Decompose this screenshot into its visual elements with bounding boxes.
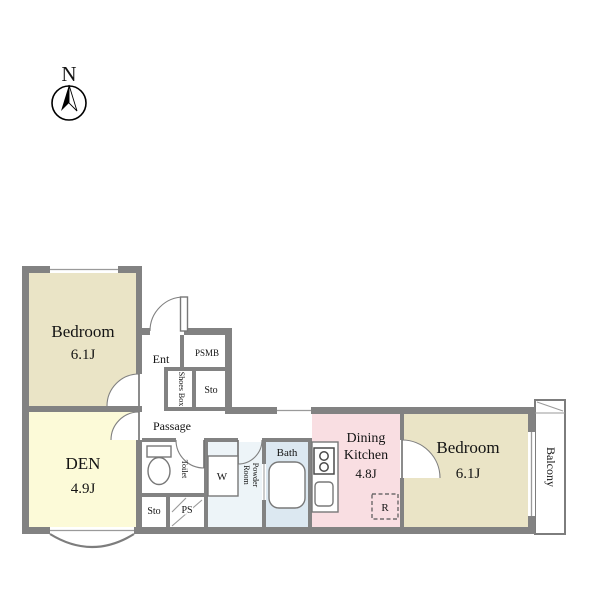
wall-segment — [136, 328, 150, 335]
wall-segment — [192, 371, 196, 411]
bathtub-icon — [268, 461, 306, 509]
wall-segment — [204, 442, 208, 497]
bedroom-top-size-label: 6.1J — [71, 347, 96, 363]
washer-pan — [207, 455, 239, 497]
balcony-label: Balcony — [544, 447, 558, 487]
den-door-arc — [110, 411, 140, 441]
room-labels: Bedroom 6.1J DEN 4.9J Ent PSMB Shoes Box… — [51, 322, 558, 518]
wall-segment — [311, 407, 535, 414]
wall-segment — [400, 412, 404, 440]
wall-segment — [184, 328, 232, 335]
wall-segment — [400, 478, 404, 527]
fixtures — [146, 441, 399, 527]
balcony-divider-hatch — [536, 401, 564, 412]
bedroom-top-name-label: Bedroom — [51, 322, 114, 341]
den-name-label: DEN — [66, 454, 101, 473]
bedroom-top-door-swing — [107, 374, 139, 406]
storage-upper-label: Sto — [204, 385, 217, 396]
wall-segment — [164, 367, 232, 371]
balcony — [534, 399, 566, 535]
balcony-outline — [534, 399, 566, 535]
powder-room-label-line1: Powder — [251, 463, 260, 488]
wall-segment — [164, 407, 232, 411]
bedroom-right-door-swing — [402, 440, 440, 478]
wall-segment — [528, 516, 535, 534]
den-size-label: 4.9J — [71, 481, 96, 497]
bedroom-right-door-arc — [401, 439, 441, 479]
wall-segment — [204, 497, 208, 527]
pipe-space-label: PS — [181, 505, 192, 516]
toilet-label: Toilet — [180, 460, 189, 479]
wall-segment — [204, 438, 238, 442]
wall-segment — [166, 497, 170, 527]
wall-segment — [262, 500, 266, 527]
bedroom-top-door-arc — [106, 373, 140, 407]
windows — [49, 266, 535, 549]
dining-kitchen-size-label: 4.8J — [355, 466, 376, 481]
shoes-box-label: Shoes Box — [177, 372, 186, 406]
wall-segment — [134, 527, 535, 534]
compass-needle-icon — [68, 84, 78, 112]
stove-burner-icon — [319, 451, 329, 461]
pipe-space-hatch — [171, 497, 187, 513]
wall-segment — [136, 266, 142, 374]
entrance-door-arc — [149, 296, 185, 332]
storage-lower-label: Sto — [147, 506, 160, 517]
washer-label: W — [217, 471, 228, 483]
bedroom-right-size-label: 6.1J — [456, 466, 481, 482]
entrance-door-leaf — [179, 296, 189, 332]
wall-segment — [142, 438, 176, 442]
powder-room-door-arc — [237, 439, 263, 465]
powder-room-label-line2: Room — [242, 465, 251, 485]
doors — [106, 296, 441, 500]
wall-segment — [136, 493, 208, 497]
toilet-tank-icon — [146, 445, 172, 458]
passage-label: Passage — [153, 419, 191, 433]
wall-segment — [164, 371, 168, 411]
wall-segment — [22, 266, 29, 534]
compass-north-label: N — [61, 62, 76, 86]
stove-icon — [313, 447, 335, 475]
wall-segment — [262, 442, 266, 464]
wall-segment — [22, 527, 50, 534]
wall-segment — [262, 438, 308, 442]
wall-segment — [180, 335, 184, 367]
dining-kitchen-label-line1: Dining — [347, 431, 386, 446]
toilet-door-arc — [175, 439, 205, 469]
compass: N — [51, 62, 87, 121]
toilet-bowl-icon — [147, 456, 171, 486]
wall-segment — [136, 406, 142, 412]
kitchen-sink-icon — [314, 481, 334, 507]
wall-segment — [308, 438, 312, 527]
door-swings — [107, 374, 440, 478]
refrigerator-box — [371, 493, 399, 520]
stove-burner-icon — [319, 462, 329, 472]
wall-segment — [528, 407, 535, 432]
compass-needle-icon — [61, 85, 69, 111]
wall-segment — [136, 440, 142, 527]
wall-segment — [22, 406, 136, 412]
pipe-space-hatch — [171, 499, 203, 527]
psmb-label: PSMB — [195, 348, 219, 358]
refrigerator-label: R — [381, 502, 389, 514]
wall-segment — [225, 407, 277, 414]
bedroom-right-name-label: Bedroom — [436, 438, 499, 457]
bath-label: Bath — [277, 447, 298, 459]
den-door-swing — [111, 412, 139, 440]
dining-kitchen-label-line2: Kitchen — [344, 448, 388, 463]
den-bay-window — [49, 533, 135, 549]
entrance-label: Ent — [153, 352, 170, 366]
